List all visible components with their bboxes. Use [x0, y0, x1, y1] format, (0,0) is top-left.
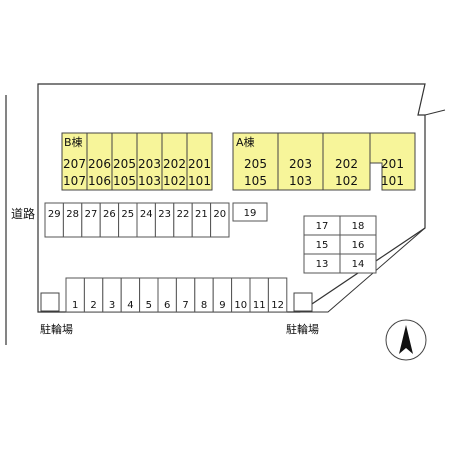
bicycle-parking-left	[40, 292, 60, 312]
parking-space-number: 17	[316, 221, 329, 232]
parking-space-number: 9	[219, 300, 225, 311]
parking-space-number: 11	[253, 300, 266, 311]
unit-number-upper: 202	[335, 157, 358, 171]
parking-space-number: 3	[109, 300, 115, 311]
parking-space-number: 29	[48, 209, 61, 220]
bicycle-parking-right-label: 駐輪場	[286, 323, 319, 336]
road-label: 道路	[11, 207, 36, 221]
bicycle-parking-left-label: 駐輪場	[40, 323, 73, 336]
parking-space-number: 22	[177, 209, 190, 220]
unit-number-lower: 101	[381, 174, 404, 188]
parking-space-number: 10	[234, 300, 247, 311]
unit-number-upper: 202	[163, 157, 186, 171]
unit-number-lower: 105	[244, 174, 267, 188]
unit-number-lower: 101	[188, 174, 211, 188]
parking-space	[267, 277, 288, 313]
parking-space	[210, 202, 230, 238]
unit-number-lower: 107	[63, 174, 86, 188]
parking-space-number: 2	[90, 300, 96, 311]
parking-space-number: 14	[352, 259, 365, 270]
parking-space-number: 24	[140, 209, 153, 220]
building-a: 205 105 203 103 202 102 201 101 A棟	[232, 132, 416, 191]
building-b-label: B棟	[64, 135, 83, 149]
unit-number-upper: 206	[88, 157, 111, 171]
unit-number-upper: 203	[138, 157, 161, 171]
parking-space-number: 18	[352, 221, 365, 232]
parking-space-number: 8	[201, 300, 207, 311]
parking-space-number: 7	[182, 300, 188, 311]
unit-number-lower: 103	[138, 174, 161, 188]
parking-space-number: 12	[271, 300, 284, 311]
parking-space-number: 19	[244, 208, 257, 219]
parking-space-number: 6	[164, 300, 170, 311]
unit-number-lower: 102	[163, 174, 186, 188]
parking-space-number: 25	[121, 209, 134, 220]
parking-space-number: 28	[66, 209, 79, 220]
unit-number-upper: 207	[63, 157, 86, 171]
unit-number-lower: 102	[335, 174, 358, 188]
parking-space-number: 21	[195, 209, 208, 220]
parking-row-top: 29 28 27 26 25 24 23 22 21 20 19	[44, 202, 268, 238]
parking-space	[232, 202, 268, 222]
parking-space-number: 1	[72, 300, 78, 311]
parking-space-number: 20	[213, 209, 226, 220]
parking-space-number: 23	[158, 209, 171, 220]
unit-number-lower: 106	[88, 174, 111, 188]
unit-number-upper: 205	[244, 157, 267, 171]
parking-space-number: 5	[146, 300, 152, 311]
unit-number-upper: 205	[113, 157, 136, 171]
bicycle-parking-right	[293, 292, 313, 312]
building-a-label: A棟	[236, 135, 255, 149]
unit-number-upper: 201	[381, 157, 404, 171]
parking-space-number: 15	[316, 240, 329, 251]
parking-grid-right: 17 18 15 16 13 14	[303, 215, 377, 274]
parking-space-number: 26	[103, 209, 116, 220]
parking-space-number: 27	[85, 209, 98, 220]
north-arrow-icon	[385, 319, 427, 361]
unit-number-lower: 103	[289, 174, 312, 188]
parking-space-number: 13	[316, 259, 329, 270]
unit-number-upper: 201	[188, 157, 211, 171]
unit-number-upper: 203	[289, 157, 312, 171]
parking-space-number: 4	[127, 300, 133, 311]
parking-space	[339, 253, 377, 274]
parking-space-number: 16	[352, 240, 365, 251]
unit-number-lower: 105	[113, 174, 136, 188]
